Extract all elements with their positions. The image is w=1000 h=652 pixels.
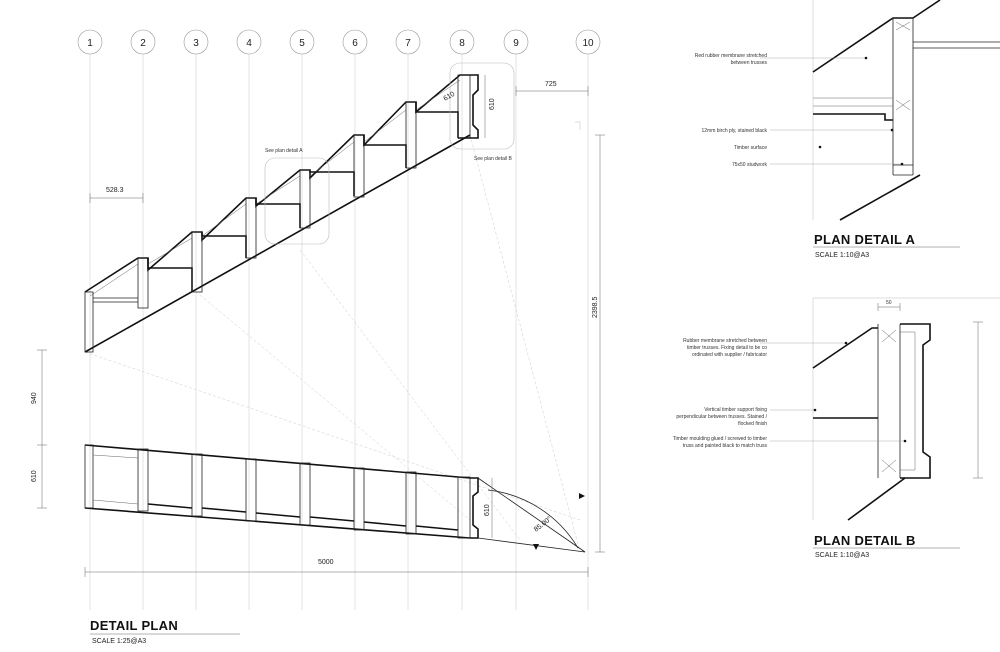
plan-detail-a: Red rubber membrane stretched between tr… [695, 0, 1000, 259]
grid-bubble [183, 29, 209, 55]
detail-a-notes: Red rubber membrane stretched between tr… [695, 53, 904, 168]
detail-a-callout-box [264, 157, 330, 245]
detail-plan-title: DETAIL PLAN [90, 618, 178, 633]
detail-a-note-studwork: 75x50 studwork [732, 162, 768, 168]
bottom-row-structure [84, 444, 586, 553]
dim-bottom-depth: 610 [484, 504, 491, 516]
top-row-structure [84, 62, 581, 553]
detail-b-note-membrane-2: timber trusses. Fixing detail to be co [687, 345, 767, 351]
grid-id-label: 9 [513, 38, 519, 49]
dim-total-length: 5000 [318, 559, 334, 566]
dim-left-gap: 940 [31, 392, 38, 404]
grid-bubble [289, 29, 315, 55]
detail-a-note-membrane-2: between trusses [731, 60, 768, 66]
detail-b-note-support-2: perpendicular between trusses. Stained / [676, 414, 767, 420]
plan-detail-b-title: PLAN DETAIL B [814, 533, 916, 548]
grid-bubble [503, 29, 529, 55]
grid-bubble [575, 29, 601, 55]
grid-layer: 1 2 3 4 5 6 7 8 9 10 [77, 29, 601, 610]
grid-bubble [395, 29, 421, 55]
dim-top-spacing: 528.3 [106, 187, 124, 194]
grid-id-label: 7 [405, 38, 411, 49]
grid-id-label: 2 [140, 38, 146, 49]
detail-b-callout-box [449, 62, 515, 150]
grid-id-label: 8 [459, 38, 465, 49]
grid-bubble [342, 29, 368, 55]
detail-b-note-support-1: Vertical timber support fixing [704, 407, 767, 413]
detail-b-note-membrane-1: Rubber membrane stretched between [683, 338, 767, 344]
detail-a-note-membrane-1: Red rubber membrane stretched [695, 53, 767, 59]
plan-detail-a-scale: SCALE 1:10@A3 [815, 252, 869, 259]
detail-b-note-moulding-1: Timber moulding glued / screwed to timbe… [673, 436, 768, 442]
detail-b-notes: Rubber membrane stretched between timber… [673, 338, 907, 449]
grid-id-label: 4 [246, 38, 252, 49]
grid-bubble [236, 29, 262, 55]
detail-b-dim: 50 [886, 300, 892, 306]
grid-id-label: 1 [87, 38, 93, 49]
dim-module-depth-right: 610 [489, 98, 496, 110]
grid-bubble [130, 29, 156, 55]
dim-end-width: 725 [545, 81, 557, 88]
grid-id-label: 3 [193, 38, 199, 49]
detail-b-note-moulding-2: truss and painted black to match truss [683, 443, 768, 449]
detail-a-note-ply: 12mm birch ply, stained black [702, 128, 768, 134]
plan-detail-b-scale: SCALE 1:10@A3 [815, 552, 869, 559]
dim-rear-height: 2398.5 [592, 296, 599, 318]
grid-id-label: 6 [352, 38, 358, 49]
plan-detail-a-title: PLAN DETAIL A [814, 232, 915, 247]
grid-id-label: 5 [299, 38, 305, 49]
plan-detail-b: 50 Rubber membrane stretched between tim… [673, 297, 1000, 559]
detail-b-note-membrane-3: ordinated with supplier / fabricator [692, 352, 767, 358]
detail-b-note-support-3: flocked finish [738, 421, 767, 427]
callout-detail-a: See plan detail A [265, 148, 303, 154]
grid-id-label: 10 [582, 38, 594, 49]
grid-bubble [77, 29, 103, 55]
detail-plan-scale: SCALE 1:25@A3 [92, 638, 146, 645]
grid-bubble [449, 29, 475, 55]
detail-a-note-timber: Timber surface [734, 145, 767, 151]
dimension-lines [37, 75, 605, 577]
callout-detail-b: See plan detail B [474, 156, 512, 162]
dim-module-depth: 610 [443, 91, 457, 103]
dim-left-depth: 610 [31, 470, 38, 482]
